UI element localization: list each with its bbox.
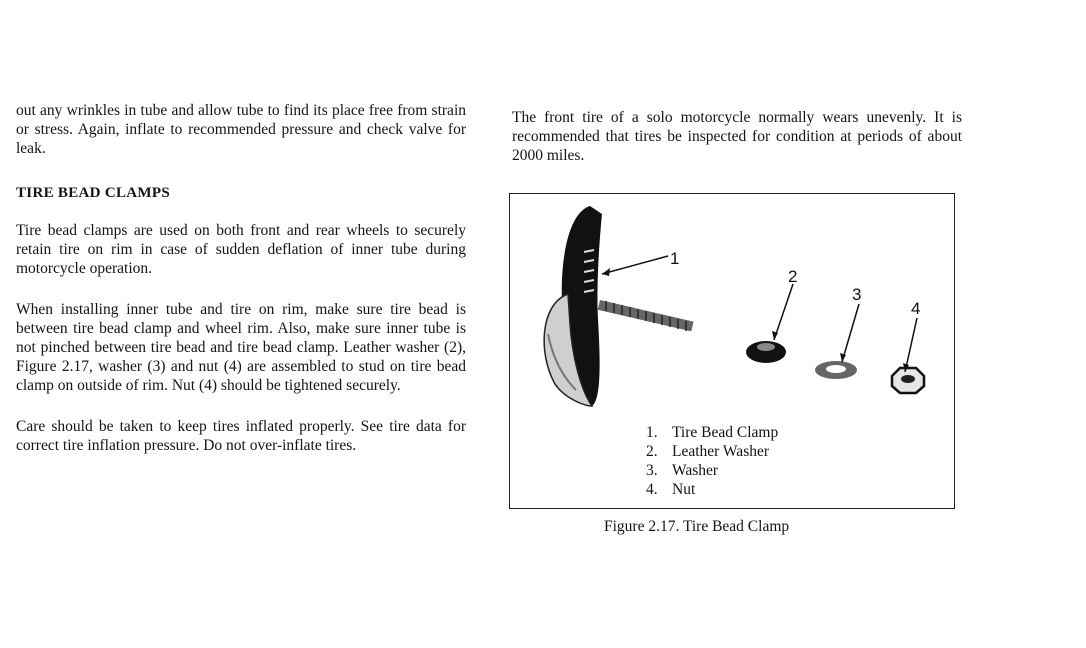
paragraph-inflation-care: Care should be taken to keep tires infla… (16, 418, 466, 454)
washer-part (815, 361, 857, 379)
tire-bead-clamp-illustration: 1 2 3 4 (543, 206, 926, 407)
figure-caption: Figure 2.17. Tire Bead Clamp (604, 518, 790, 535)
legend-item: 3.Washer (646, 462, 719, 479)
paragraph-front-tire-wear: The front tire of a solo motorcycle norm… (512, 109, 962, 164)
intro-paragraph: out any wrinkles in tube and allow tube … (16, 102, 466, 157)
figure-box: 1 2 3 4 1.Tire Bead Clamp 2.Leather Wash… (509, 193, 955, 509)
tire-bead-clamp-part (543, 206, 694, 407)
legend-item: 4.Nut (646, 481, 696, 498)
paragraph-installation: When installing inner tube and tire on r… (16, 301, 466, 394)
clamp-stud (597, 300, 694, 332)
callout-2: 2 (788, 267, 797, 286)
section-heading: TIRE BEAD CLAMPS (16, 185, 170, 201)
callout-3: 3 (852, 285, 861, 304)
leather-washer-part (746, 341, 786, 363)
figure-legend: 1.Tire Bead Clamp 2.Leather Washer 3.Was… (646, 423, 778, 499)
right-column: The front tire of a solo motorcycle norm… (512, 108, 962, 165)
left-column: out any wrinkles in tube and allow tube … (16, 101, 466, 455)
paragraph-bead-clamps-purpose: Tire bead clamps are used on both front … (16, 222, 466, 277)
callout-1: 1 (670, 249, 679, 268)
legend-item: 1.Tire Bead Clamp (646, 424, 779, 441)
callout-4: 4 (911, 299, 920, 318)
nut-part (890, 366, 926, 395)
legend-item: 2.Leather Washer (646, 443, 770, 460)
leader-lines (601, 255, 918, 373)
